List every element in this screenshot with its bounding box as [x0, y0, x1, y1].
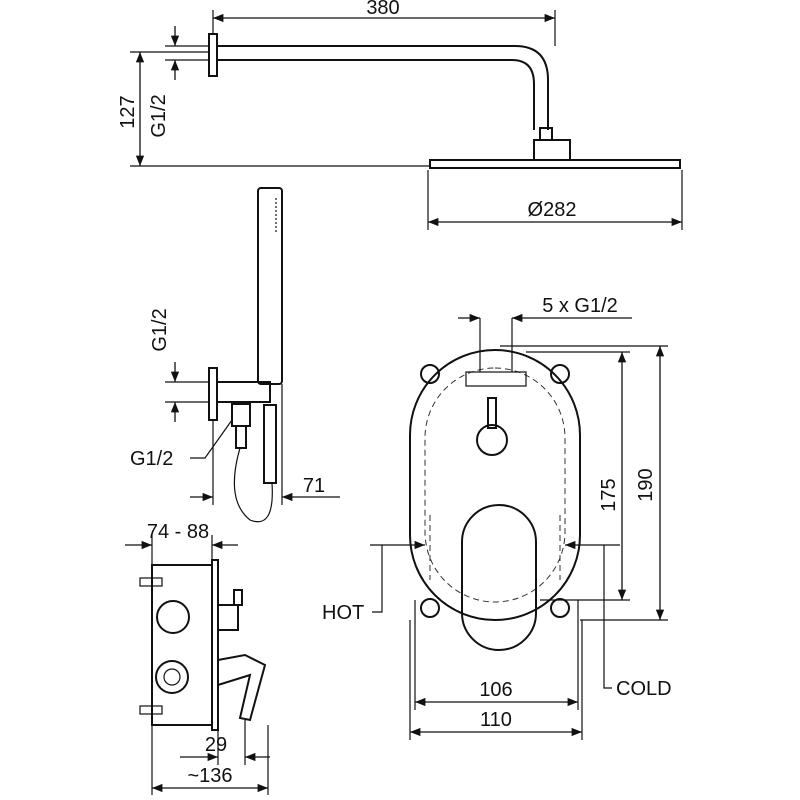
mount-lug	[550, 598, 570, 618]
wall-flange	[208, 33, 218, 77]
dim-arm-length-label: 380	[366, 0, 399, 19]
side-fitting	[139, 577, 163, 587]
mixer-lever-side	[217, 653, 267, 722]
cold-leader	[603, 545, 612, 689]
hot-label: HOT	[322, 602, 364, 624]
cold-label: COLD	[616, 678, 672, 700]
dim-thread-top-label: G1/2	[149, 308, 171, 351]
dim-inner-width-label: 106	[479, 679, 512, 701]
valve-box-outline	[409, 349, 581, 621]
mixer-handle	[461, 504, 537, 651]
shower-arm-bottom	[217, 59, 535, 130]
side-fitting	[139, 705, 163, 715]
diverter-side	[218, 604, 239, 631]
outlet-block	[465, 371, 527, 387]
holder-bracket	[217, 381, 271, 403]
cartridge-inner	[163, 668, 181, 686]
hose	[233, 447, 273, 523]
valve-front-view: 5 x G1/2 175 190 HOT COLD 106 110	[322, 295, 672, 740]
dim-total-depth-label: ~136	[187, 765, 232, 787]
hot-leader	[372, 545, 383, 613]
hand-shower: G1/2 G1/2 71	[130, 187, 340, 523]
mount-lug	[420, 598, 440, 618]
cover-plate-outline	[424, 367, 566, 603]
hose-nut	[231, 403, 251, 427]
arm-joint	[539, 127, 553, 141]
dim-projection-label: 71	[303, 475, 325, 497]
dim-inner-height-label: 175	[598, 478, 620, 511]
diverter-knob-side	[233, 589, 243, 606]
dim-outlets-label: 5 x G1/2	[542, 295, 618, 317]
cartridge-circle	[155, 660, 189, 694]
dim-outer-height-label: 190	[635, 468, 657, 501]
holder-bar	[263, 404, 277, 484]
dim-thread-bottom-label: G1/2	[130, 448, 173, 470]
diverter-knob	[476, 424, 508, 456]
dim-outer-width-label: 110	[480, 709, 512, 731]
leader-line	[190, 419, 233, 459]
wall-outlet-flange	[208, 367, 218, 421]
inlet-circle	[156, 600, 190, 634]
valve-side-view: 74 - 88 29 ~136	[125, 521, 270, 795]
overhead-shower: 380 127 G1/2 Ø282	[117, 0, 683, 230]
hand-shower-handle	[257, 187, 283, 385]
dim-thread-label: G1/2	[148, 94, 170, 137]
cover-plate-side	[211, 559, 219, 731]
dim-head-diameter-label: Ø282	[528, 199, 577, 221]
mount-lug	[420, 364, 440, 384]
dim-handle-offset-label: 29	[205, 734, 227, 756]
hose-connector	[235, 425, 247, 449]
valve-body-side	[151, 564, 213, 726]
head-connector	[533, 139, 571, 161]
shower-arm-top	[217, 45, 549, 130]
dim-depth-range-label: 74 - 88	[147, 521, 209, 543]
shower-head	[429, 159, 681, 169]
diverter-stem	[487, 397, 497, 429]
mount-lug	[550, 364, 570, 384]
dim-height-label: 127	[117, 95, 139, 128]
